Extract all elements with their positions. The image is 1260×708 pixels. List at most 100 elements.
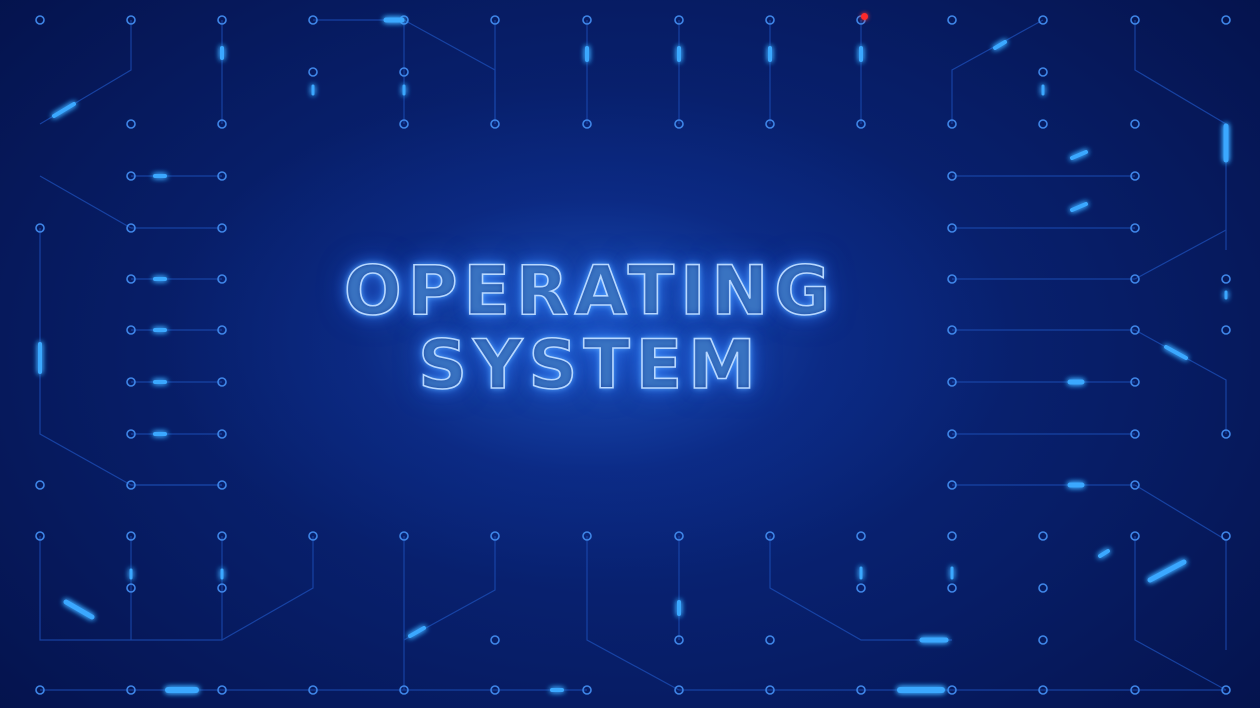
trace-node [308, 15, 318, 25]
trace-node [490, 15, 500, 25]
trace-nodes [35, 15, 1231, 695]
trace-node [674, 15, 684, 25]
trace-node [765, 15, 775, 25]
trace-node [1038, 15, 1048, 25]
trace-node [126, 377, 136, 387]
trace-node [1221, 429, 1231, 439]
trace-node [217, 223, 227, 233]
red-dot-icon [861, 13, 868, 20]
title-block: OPERATING SYSTEM [240, 252, 940, 418]
trace-node [1038, 635, 1048, 645]
trace-node [765, 119, 775, 129]
trace-node [1130, 119, 1140, 129]
trace-line [1134, 536, 1227, 691]
trace-node [35, 480, 45, 490]
glow-segment [1070, 150, 1088, 160]
trace-node [126, 171, 136, 181]
trace-node [1130, 223, 1140, 233]
trace-node [856, 531, 866, 541]
trace-node [582, 685, 592, 695]
trace-node [35, 15, 45, 25]
trace-node [947, 15, 957, 25]
glow-segment [1164, 345, 1188, 360]
trace-node [217, 531, 227, 541]
trace-line [951, 19, 1044, 124]
trace-line [1134, 229, 1227, 280]
trace-node [126, 480, 136, 490]
trace-line [39, 20, 132, 125]
trace-node [217, 119, 227, 129]
trace-node [1221, 531, 1231, 541]
trace-node [1038, 67, 1048, 77]
trace-node [1038, 685, 1048, 695]
title-line-operating: OPERATING [343, 252, 837, 331]
glow-segment [993, 40, 1007, 50]
trace-node [947, 531, 957, 541]
glowing-segments [38, 17, 1229, 693]
trace-node [126, 274, 136, 284]
trace-node [947, 171, 957, 181]
glow-segment [52, 102, 76, 118]
trace-node [1038, 531, 1048, 541]
trace-node [35, 685, 45, 695]
trace-line [403, 19, 496, 124]
trace-node [947, 480, 957, 490]
trace-node [490, 531, 500, 541]
trace-node [1130, 274, 1140, 284]
trace-line [39, 175, 132, 229]
trace-node [126, 685, 136, 695]
trace-node [490, 685, 500, 695]
trace-node [856, 583, 866, 593]
trace-line [39, 536, 314, 641]
trace-node [674, 635, 684, 645]
trace-node [35, 223, 45, 233]
trace-node [126, 583, 136, 593]
trace-node [1130, 685, 1140, 695]
trace-node [1130, 429, 1140, 439]
trace-node [490, 635, 500, 645]
trace-node [1221, 685, 1231, 695]
title-line-system: SYSTEM [417, 326, 762, 405]
glow-segment [1070, 202, 1088, 212]
trace-node [947, 377, 957, 387]
trace-node [217, 325, 227, 335]
trace-node [582, 531, 592, 541]
trace-line [403, 536, 496, 641]
trace-node [947, 274, 957, 284]
trace-node [308, 531, 318, 541]
trace-node [399, 67, 409, 77]
trace-node [1221, 274, 1231, 284]
trace-node [582, 119, 592, 129]
trace-node [217, 15, 227, 25]
trace-node [674, 531, 684, 541]
trace-node [674, 119, 684, 129]
trace-node [217, 480, 227, 490]
trace-node [947, 685, 957, 695]
glow-segment [1098, 549, 1110, 558]
trace-node [35, 531, 45, 541]
trace-line [39, 228, 222, 486]
trace-node [1130, 377, 1140, 387]
glow-segment [408, 626, 426, 638]
trace-node [399, 531, 409, 541]
trace-line [769, 536, 952, 641]
glow-segment [1147, 559, 1187, 583]
trace-node [856, 119, 866, 129]
trace-node [765, 685, 775, 695]
trace-node [1130, 531, 1140, 541]
trace-line [1134, 20, 1227, 250]
trace-node [217, 274, 227, 284]
trace-node [765, 531, 775, 541]
trace-node [217, 685, 227, 695]
trace-node [947, 429, 957, 439]
trace-node [217, 583, 227, 593]
trace-node [126, 429, 136, 439]
trace-line [1134, 484, 1227, 650]
trace-node [856, 685, 866, 695]
trace-node [399, 119, 409, 129]
trace-node [765, 635, 775, 645]
trace-node [1038, 119, 1048, 129]
trace-node [674, 685, 684, 695]
trace-line [586, 536, 952, 691]
